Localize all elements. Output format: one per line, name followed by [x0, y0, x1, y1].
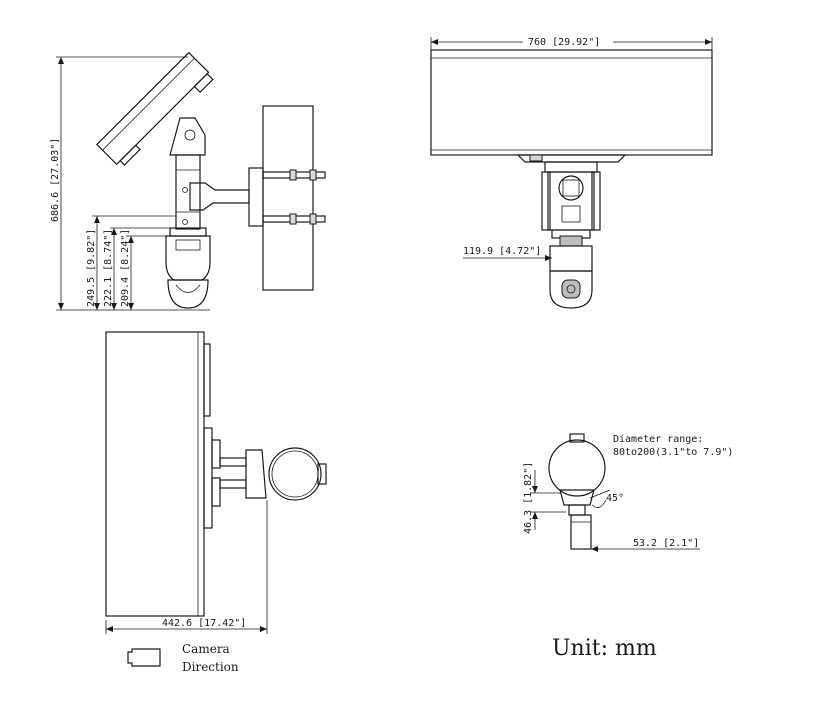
diameter-note-line1: Diameter range: — [613, 434, 703, 445]
housing-front — [430, 49, 713, 156]
label-width-442: 442.6 [17.42"] — [162, 618, 246, 629]
dome-bubble — [167, 279, 209, 309]
tilt-pivot — [169, 117, 206, 156]
top-clamp-plate — [245, 449, 267, 499]
bolt-bottom — [289, 213, 297, 225]
diameter-note-line2: 80to200(3.1"to 7.9") — [613, 447, 733, 458]
front-dome-body — [549, 245, 593, 272]
front-dome-bubble — [549, 270, 593, 309]
legend: Camera Direction — [127, 642, 239, 674]
pole-block — [262, 105, 314, 291]
label-h-249: 249.5 [9.82"] — [86, 229, 97, 307]
housing-top — [105, 331, 205, 617]
legend-line1: Camera — [182, 642, 230, 656]
legend-line2: Direction — [182, 660, 239, 674]
label-width-53: 53.2 [2.1"] — [633, 538, 699, 549]
bracket-arm — [189, 182, 250, 211]
side-view: 686.6 [27.03"] 249.5 [9.82"] 222.1 [8.74… — [50, 51, 326, 311]
bolt-bottom-2 — [309, 213, 317, 225]
bolt-top — [289, 169, 297, 181]
tilted-housing — [95, 51, 214, 166]
detail-clamp — [559, 489, 595, 506]
bolt-top-2 — [309, 169, 317, 181]
label-width-119: 119.9 [4.72"] — [463, 246, 541, 257]
front-view: 760 [29.92"] 119.9 [4.72"] — [430, 34, 713, 309]
top-view: 442.6 [17.42"] — [105, 331, 327, 634]
label-h-222: 222.1 [8.74"] — [103, 229, 114, 307]
label-angle: 45° — [606, 493, 624, 504]
detail-pole — [548, 439, 606, 497]
dome-body — [165, 235, 211, 281]
detail-stem — [570, 514, 592, 550]
label-width-760: 760 [29.92"] — [528, 37, 600, 48]
label-h-209: 209.4 [8.24"] — [120, 229, 131, 307]
clamp-detail: 45° 46.3 [1.82"] 53.2 [2.1"] Diameter ra… — [523, 433, 733, 552]
clamp-plate — [248, 167, 264, 227]
mount-column — [175, 154, 201, 230]
pole-section — [268, 447, 322, 501]
label-total-height: 686.6 [27.03"] — [50, 138, 61, 222]
front-column — [547, 171, 595, 231]
camera-direction-icon — [127, 648, 161, 667]
unit-label: Unit: mm — [552, 636, 657, 661]
housing-base-plate — [516, 154, 627, 163]
label-h-46: 46.3 [1.82"] — [523, 462, 534, 534]
